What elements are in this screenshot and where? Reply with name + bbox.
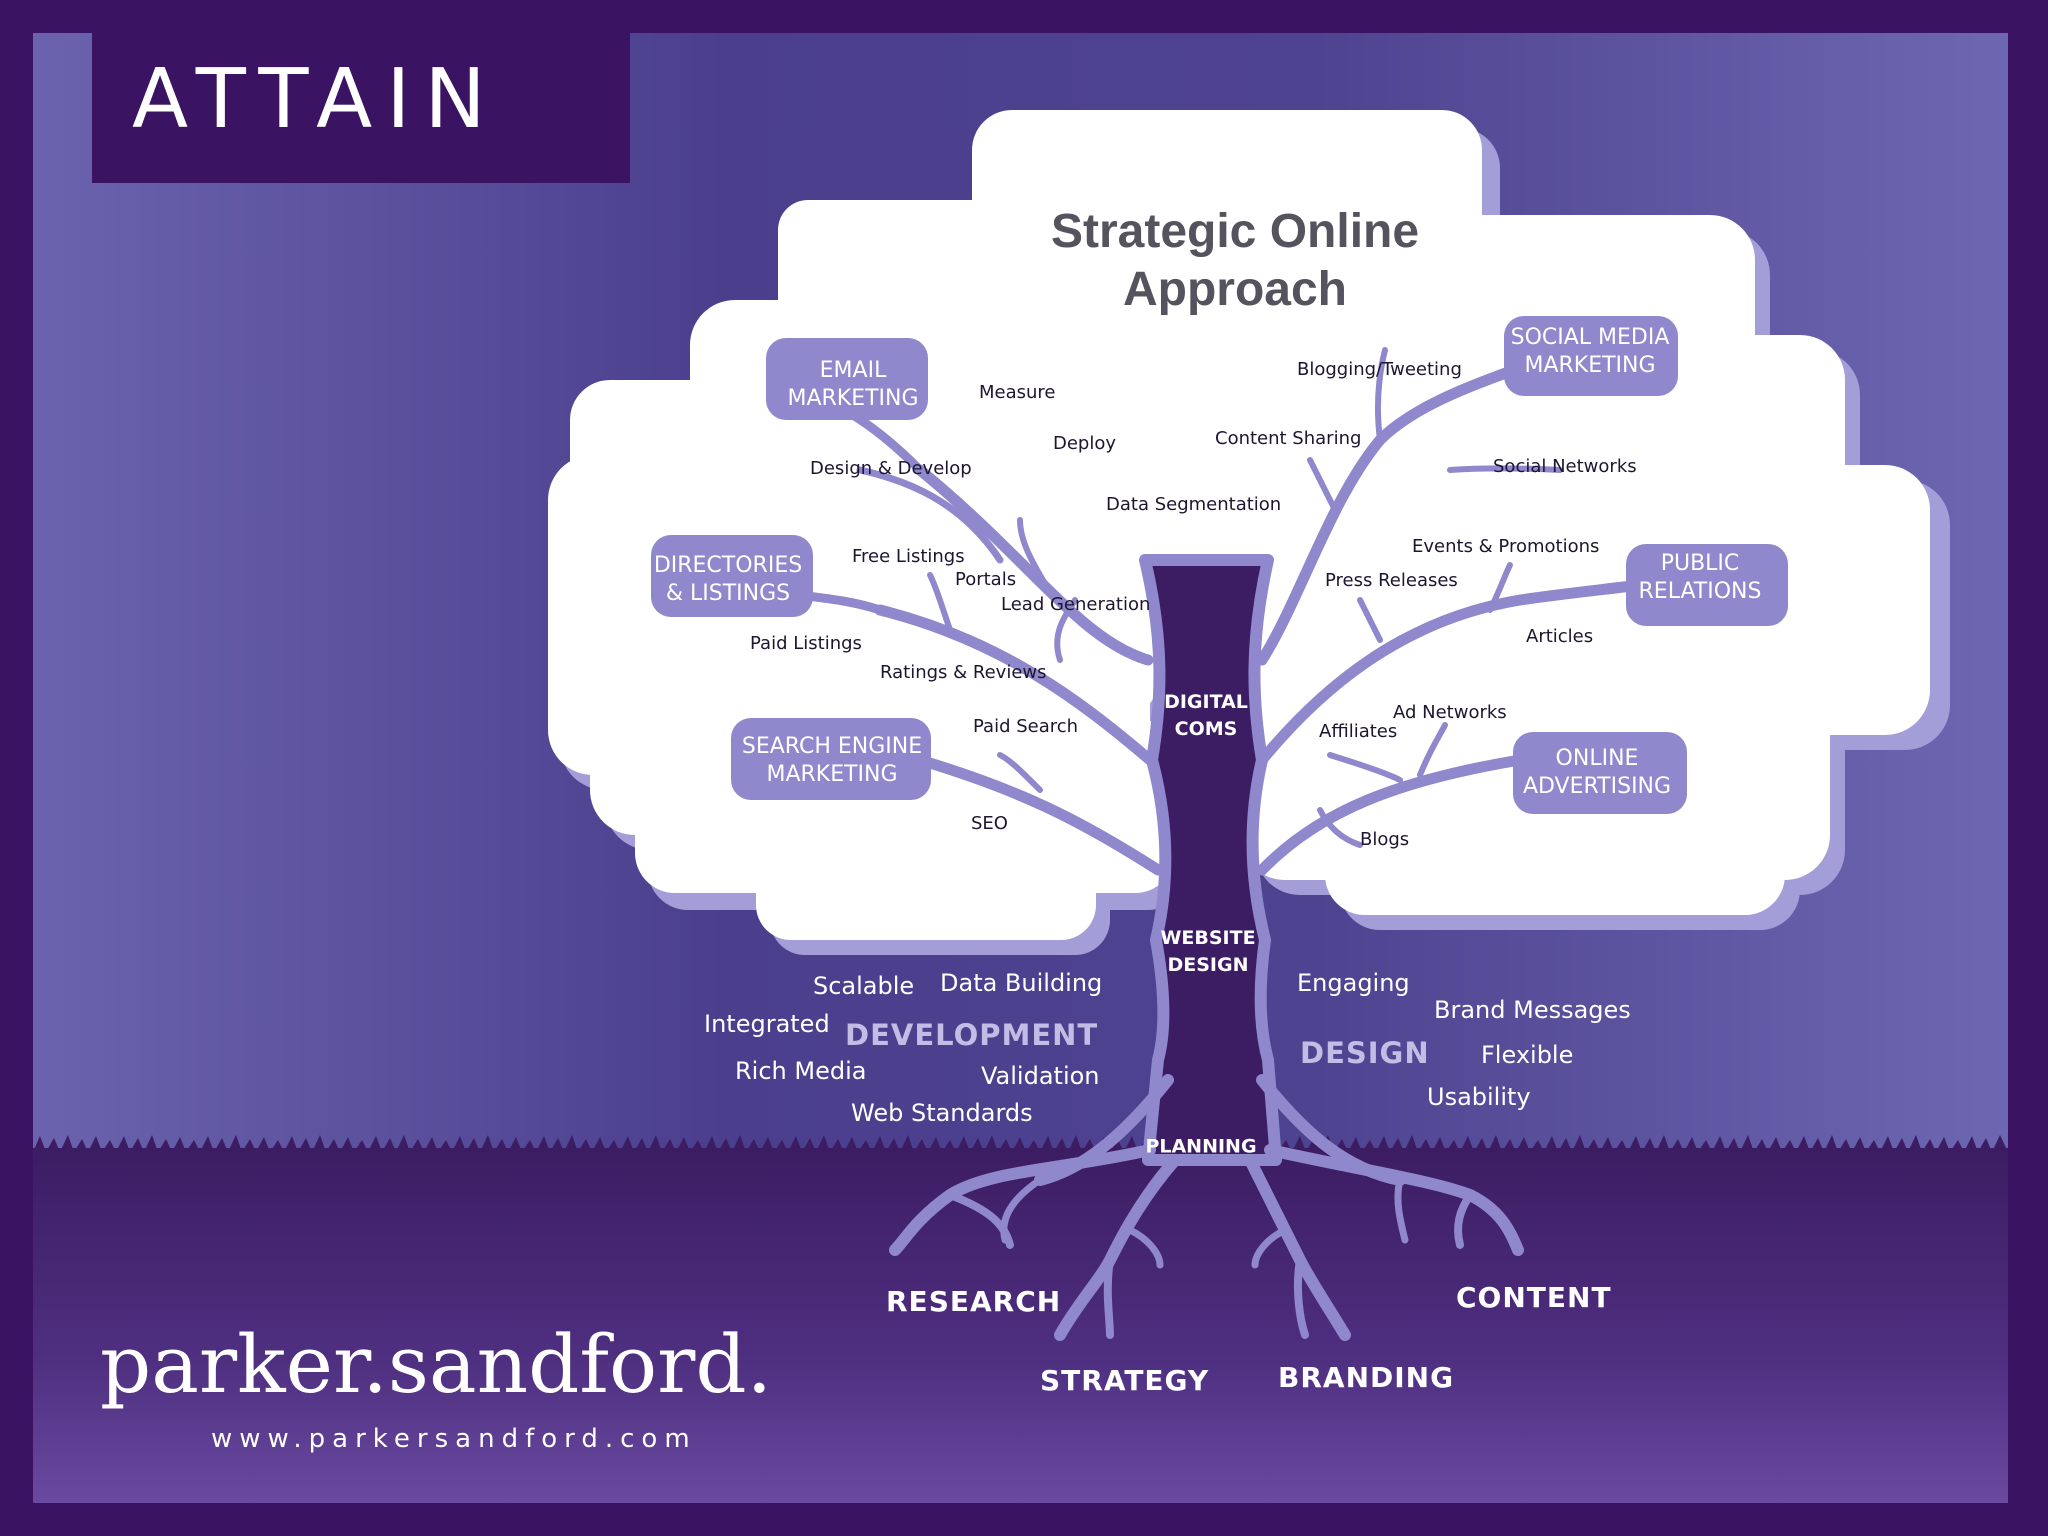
design-engaging: Engaging bbox=[1297, 969, 1410, 997]
dev-web-standards: Web Standards bbox=[851, 1099, 1033, 1127]
leaf-content-sharing: Content Sharing bbox=[1215, 428, 1362, 449]
design-usability: Usability bbox=[1427, 1083, 1531, 1111]
leaf-design-develop: Design & Develop bbox=[810, 458, 972, 479]
leaf-measure: Measure bbox=[979, 382, 1056, 403]
grass-edge bbox=[33, 1135, 2008, 1152]
dev-scalable: Scalable bbox=[813, 972, 915, 1000]
leaf-deploy: Deploy bbox=[1053, 433, 1117, 454]
title-line-1: Strategic Online bbox=[1050, 205, 1420, 258]
branch-chips bbox=[651, 316, 1788, 814]
leaf-data-segmentation: Data Segmentation bbox=[1106, 494, 1282, 515]
trunk-label-line: DIGITAL bbox=[1164, 691, 1248, 713]
trunk-label-line: COMS bbox=[1174, 718, 1238, 740]
leaf-paid-search: Paid Search bbox=[973, 716, 1079, 737]
category-development: DEVELOPMENT bbox=[845, 1018, 1099, 1052]
branch-label-line: PUBLIC bbox=[1660, 551, 1740, 576]
branch-label-line: RELATIONS bbox=[1638, 579, 1762, 604]
logo-box bbox=[92, 33, 630, 183]
leaf-paid-listings: Paid Listings bbox=[750, 633, 862, 654]
branch-label-line: ONLINE bbox=[1555, 746, 1639, 771]
trunk-label-line: DESIGN bbox=[1167, 954, 1249, 976]
dev-rich-media: Rich Media bbox=[735, 1057, 867, 1085]
design-flexible: Flexible bbox=[1481, 1041, 1574, 1069]
leaf-press-releases: Press Releases bbox=[1325, 570, 1458, 591]
branch-label-line: SEARCH ENGINE bbox=[741, 734, 923, 759]
root-content: CONTENT bbox=[1456, 1281, 1612, 1314]
root-branding: BRANDING bbox=[1278, 1361, 1455, 1394]
branch-label-line: EMAIL bbox=[819, 358, 887, 383]
leaf-ad-networks: Ad Networks bbox=[1393, 702, 1507, 723]
branch-label-line: SOCIAL MEDIA bbox=[1510, 325, 1670, 350]
diagram-title: Strategic Online Approach bbox=[1035, 203, 1435, 319]
leaf-lead-generation: Lead Generation bbox=[1001, 594, 1151, 615]
leaf-blogging-tweeting: Blogging/Tweeting bbox=[1297, 359, 1462, 380]
trunk-label-line: WEBSITE bbox=[1160, 927, 1256, 949]
branch-online-advertising: ONLINE ADVERTISING bbox=[1523, 745, 1671, 801]
leaf-ratings-reviews: Ratings & Reviews bbox=[880, 662, 1047, 683]
leaf-portals: Portals bbox=[955, 569, 1017, 590]
branch-email-marketing: EMAIL MARKETING bbox=[787, 357, 918, 413]
root-research: RESEARCH bbox=[886, 1285, 1062, 1318]
root-strategy: STRATEGY bbox=[1040, 1364, 1210, 1397]
leaf-affiliates: Affiliates bbox=[1319, 721, 1398, 742]
company-logo: parker.sandford. bbox=[100, 1318, 772, 1411]
trunk-digital-coms: DIGITAL COMS bbox=[1164, 689, 1248, 743]
leaf-social-networks: Social Networks bbox=[1493, 456, 1637, 477]
dev-data-building: Data Building bbox=[940, 969, 1103, 997]
trunk-planning: PLANNING bbox=[1145, 1135, 1257, 1158]
branch-label-line: MARKETING bbox=[766, 762, 898, 787]
leaf-free-listings: Free Listings bbox=[852, 546, 965, 567]
website-url: www.parkersandford.com bbox=[211, 1424, 697, 1454]
attain-logo: ATTAIN bbox=[132, 52, 500, 147]
branch-search-engine-marketing: SEARCH ENGINE MARKETING bbox=[742, 733, 922, 789]
trunk-website-design: WEBSITE DESIGN bbox=[1160, 925, 1255, 979]
ground bbox=[33, 1148, 2008, 1503]
dev-validation: Validation bbox=[981, 1062, 1100, 1090]
title-line-2: Approach bbox=[1122, 263, 1347, 316]
category-design: DESIGN bbox=[1300, 1036, 1430, 1070]
branch-label-line: MARKETING bbox=[787, 386, 919, 411]
leaf-seo: SEO bbox=[971, 813, 1008, 834]
dev-integrated: Integrated bbox=[704, 1010, 830, 1038]
branch-social-media-marketing: SOCIAL MEDIA MARKETING bbox=[1511, 324, 1670, 380]
branch-label-line: DIRECTORIES bbox=[653, 553, 803, 578]
branch-label-line: & LISTINGS bbox=[665, 581, 791, 606]
leaf-events-promotions: Events & Promotions bbox=[1412, 536, 1600, 557]
branch-directories-listings: DIRECTORIES & LISTINGS bbox=[654, 552, 802, 608]
leaf-articles: Articles bbox=[1526, 626, 1594, 647]
design-brand-messages: Brand Messages bbox=[1434, 996, 1631, 1024]
branch-label-line: ADVERTISING bbox=[1522, 774, 1672, 799]
branch-public-relations: PUBLIC RELATIONS bbox=[1639, 550, 1762, 606]
branch-label-line: MARKETING bbox=[1524, 353, 1656, 378]
leaf-blogs: Blogs bbox=[1360, 829, 1410, 850]
